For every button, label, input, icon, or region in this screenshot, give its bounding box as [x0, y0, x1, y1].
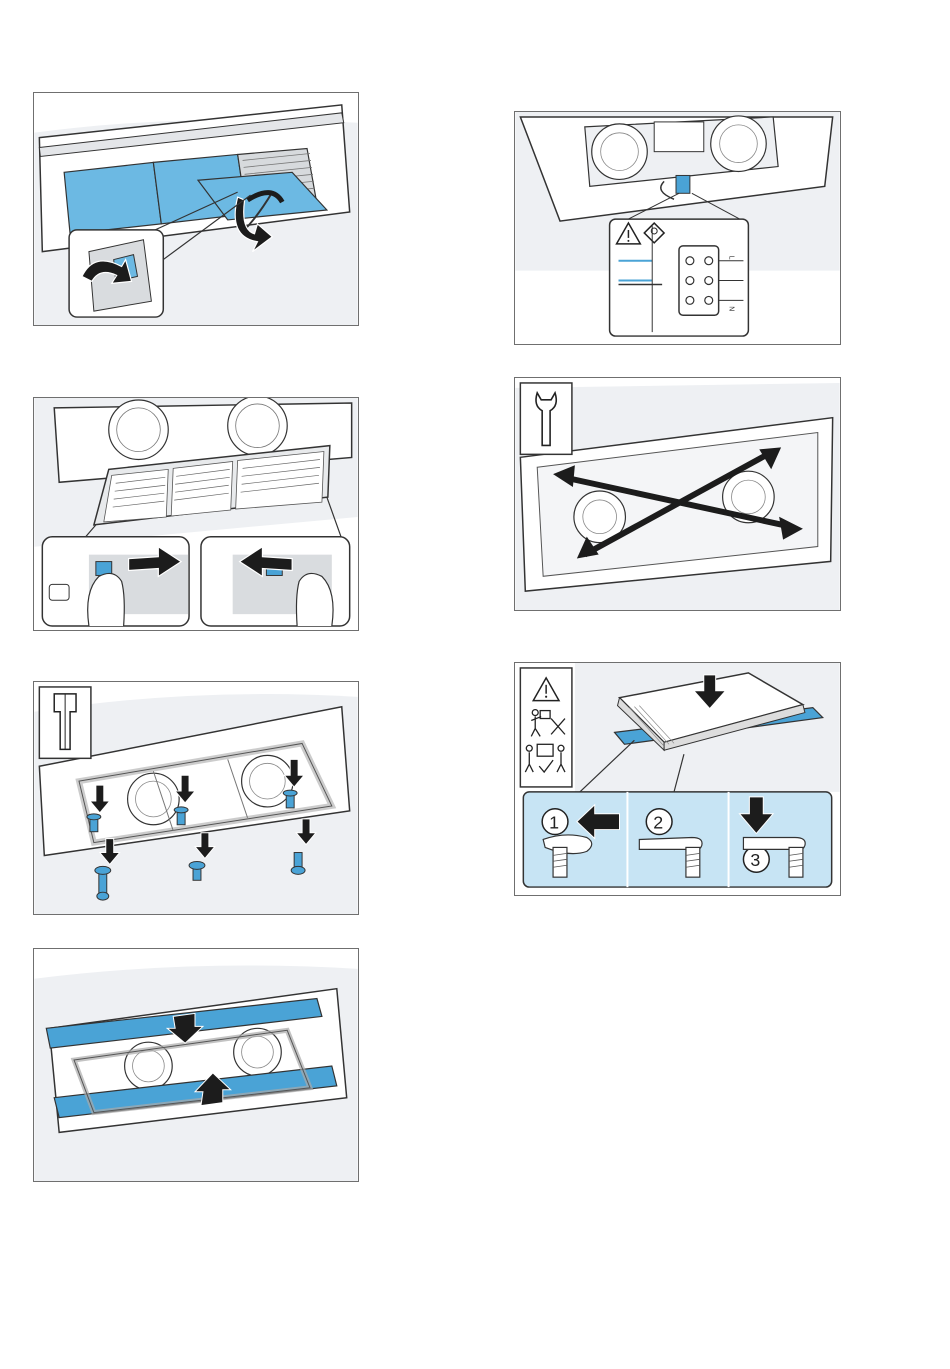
tighten-screws-illustration	[515, 378, 840, 610]
figure-tighten-screws	[514, 377, 841, 611]
terminal-label-L: L	[728, 256, 735, 260]
figure-remove-grease-filter	[33, 92, 359, 326]
mounting-rails-illustration	[34, 949, 358, 1181]
step-number-3: 3	[750, 850, 760, 870]
figure-remove-fan-cover	[33, 397, 359, 631]
figure-electrical-connection: L N	[514, 111, 841, 345]
step-number-2: 2	[653, 813, 663, 833]
unscrew-frame-illustration	[34, 682, 358, 914]
figure-insert-hob: 1 2 3	[514, 662, 841, 896]
electrical-connection-illustration: L N	[515, 112, 840, 344]
figure-insert-mounting-rails	[33, 948, 359, 1182]
grease-filter-illustration	[34, 93, 358, 325]
fan-cover-illustration	[34, 398, 358, 630]
step-number-1: 1	[549, 813, 559, 833]
figure-unscrew-frame	[33, 681, 359, 915]
insert-hob-illustration: 1 2 3	[515, 663, 840, 895]
terminal-label-N: N	[728, 306, 735, 311]
